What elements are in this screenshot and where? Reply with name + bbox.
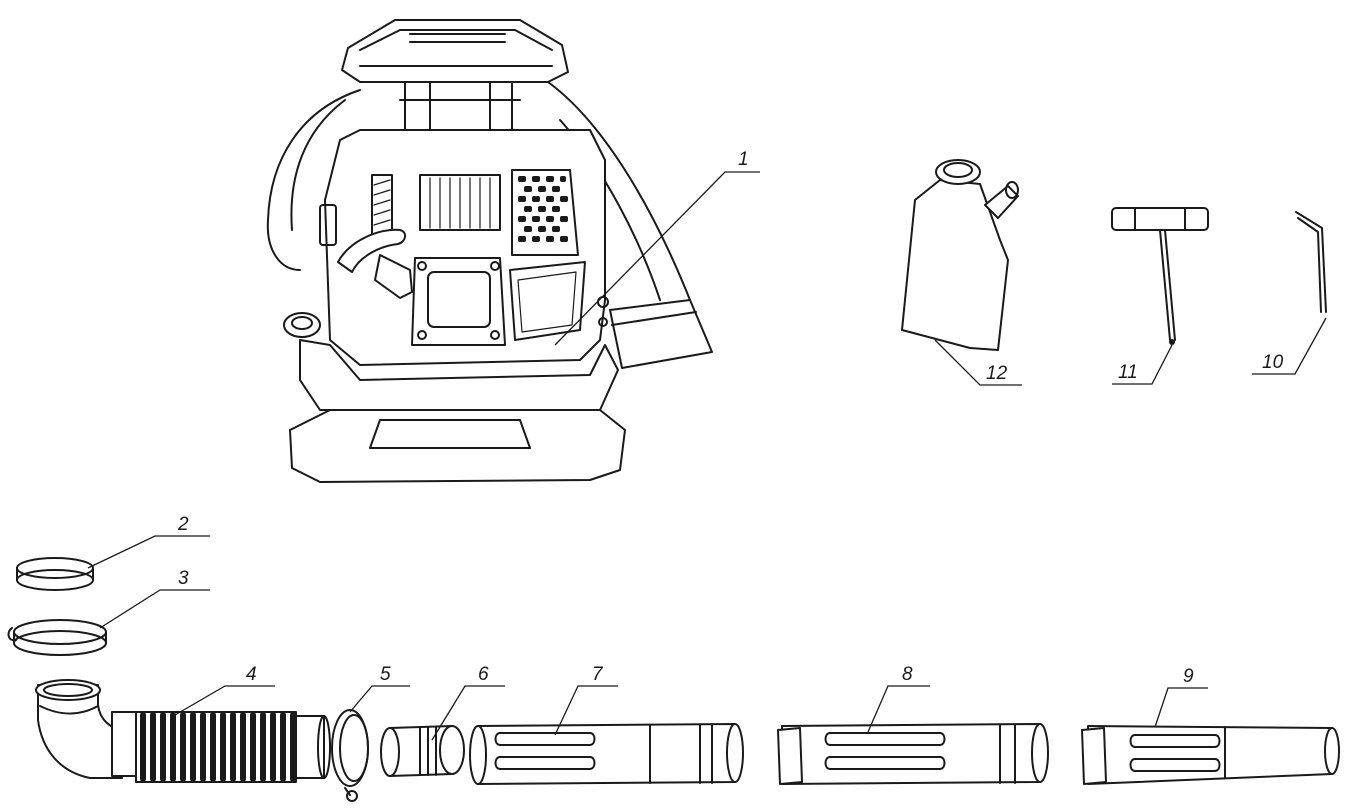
callout-12: 12 [986,363,1008,384]
callout-7: 7 [592,664,604,685]
blower-unit-drawing [266,19,713,483]
handle-tube-drawing [469,723,744,785]
callout-numbers: 1 2 3 4 5 6 7 8 9 10 11 12 [177,149,1284,687]
callout-2: 2 [177,514,189,535]
nozzle-tube-drawing [1081,725,1340,785]
callout-3: 3 [178,568,189,589]
small-clamp-ring-drawing [16,557,94,591]
callout-6: 6 [478,664,489,685]
hose-clamp-drawing [7,619,107,656]
spark-plug-wrench-drawing [1111,207,1209,345]
callout-4: 4 [246,664,257,685]
callout-leaders [87,171,1327,741]
hex-key-drawing [1295,211,1327,313]
callout-5: 5 [380,664,391,685]
callout-11: 11 [1118,362,1138,383]
callout-1: 1 [738,149,749,170]
hose-corrugation [140,712,296,782]
fuel-bottle-drawing [901,159,1019,351]
flexible-elbow-hose-drawing [35,679,331,783]
callout-10: 10 [1262,352,1284,373]
connector-pipe-drawing [380,725,465,777]
extension-tube-drawing [777,723,1049,785]
callout-9: 9 [1183,666,1194,687]
pipe-clamp-drawing [331,709,369,802]
callout-8: 8 [902,664,913,685]
